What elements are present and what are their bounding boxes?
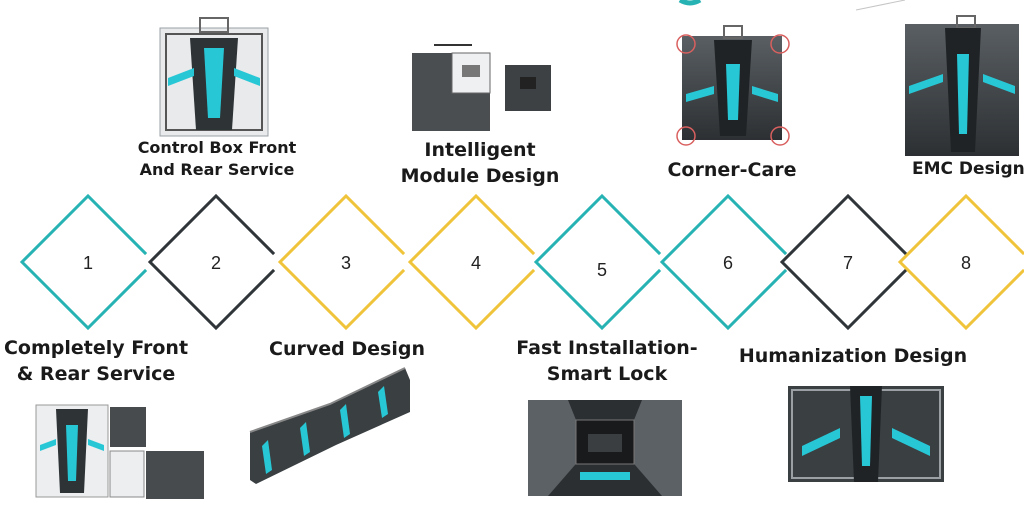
module-photo	[412, 44, 551, 131]
step-number-6: 6	[723, 253, 733, 273]
label-intelligent-module-design: Intelligent Module Design	[395, 138, 565, 189]
step-diamond-6	[659, 193, 788, 331]
step-number-1: 1	[83, 253, 93, 273]
step-number-8: 8	[961, 253, 971, 273]
step-diamond-1	[19, 193, 148, 331]
step-numbers: 1 2 3 4 5 6 7 8	[83, 253, 971, 280]
smart-lock-photo	[528, 400, 682, 496]
step-number-3: 3	[341, 253, 351, 273]
diamond-chain	[19, 193, 1024, 331]
step-diamond-4	[407, 193, 536, 331]
curved-wall-photo	[249, 367, 410, 484]
decor-line	[855, 0, 906, 11]
step-number-7: 7	[843, 253, 853, 273]
step-diamond-3	[277, 193, 406, 331]
step-diamond-8	[897, 193, 1024, 331]
step-number-5: 5	[597, 260, 607, 280]
label-line: Fast Installation-	[516, 337, 698, 359]
decor-mark	[678, 0, 702, 6]
label-line: & Rear Service	[16, 362, 176, 385]
label-line: Completely Front	[3, 337, 189, 359]
label-line: And Rear Service	[139, 159, 295, 179]
label-line: Intelligent	[424, 139, 536, 161]
label-line: Smart Lock	[546, 362, 668, 385]
label-emc-design: EMC Design	[912, 159, 1024, 179]
label-humanization-design: Humanization Design	[738, 345, 968, 367]
emc-photo	[905, 15, 1019, 156]
label-line: Control Box Front	[137, 138, 297, 157]
label-fast-installation-smart-lock: Fast Installation- Smart Lock	[507, 336, 707, 387]
step-diamond-2	[147, 193, 276, 331]
cabinet-rear-photo	[159, 17, 269, 137]
label-completely-front-rear-service: Completely Front & Rear Service	[0, 336, 192, 387]
humanization-photo	[788, 386, 944, 482]
front-rear-photo	[35, 404, 204, 499]
label-line: Module Design	[400, 164, 560, 187]
corner-care-photo	[676, 25, 790, 146]
step-diamond-7	[779, 193, 908, 331]
label-curved-design: Curved Design	[269, 338, 425, 360]
step-number-4: 4	[471, 253, 481, 273]
label-control-box-service: Control Box Front And Rear Service	[122, 137, 312, 180]
step-number-2: 2	[211, 253, 221, 273]
step-diamond-5	[533, 193, 662, 331]
label-corner-care: Corner-Care	[667, 159, 797, 181]
